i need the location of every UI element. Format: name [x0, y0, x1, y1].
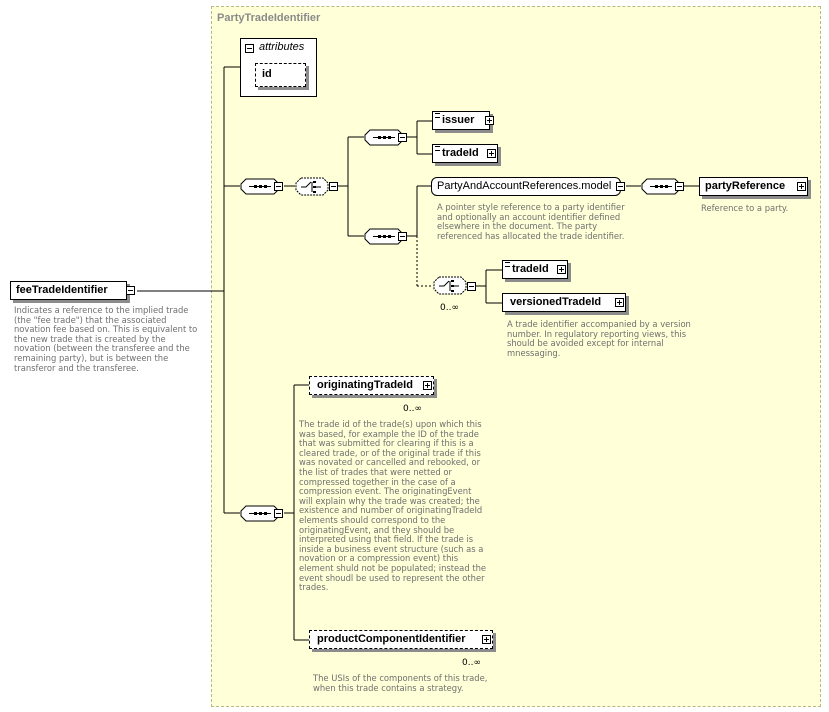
- party-reference-doc: Reference to a party.: [701, 203, 789, 213]
- sequence-compositor-b: [364, 228, 404, 245]
- inner-choice-occurrence: 0..∞: [440, 303, 459, 313]
- choice-compositor: [295, 177, 329, 196]
- group-title: PartyTradeIdentifier: [217, 12, 321, 24]
- originating-trade-id-label: originatingTradeId: [317, 379, 413, 391]
- fee-trade-identifier-collapse-button[interactable]: [126, 286, 135, 295]
- inner-choice-collapse-button[interactable]: [467, 282, 476, 291]
- simple-type-icon: [435, 113, 440, 118]
- fee-trade-identifier-element[interactable]: feeTradeIdentifier: [10, 281, 127, 300]
- originating-trade-id-expand-button[interactable]: [423, 381, 432, 390]
- sequence-compositor-3: [240, 505, 280, 522]
- product-component-identifier-occurrence: 0..∞: [462, 658, 481, 668]
- issuer-label: issuer: [442, 114, 475, 126]
- originating-trade-id-occurrence: 0..∞: [403, 404, 422, 414]
- party-model-group[interactable]: PartyAndAccountReferences.model: [431, 177, 621, 196]
- sequence-compositor-1: [240, 178, 280, 195]
- issuer-expand-button[interactable]: [485, 116, 494, 125]
- sequence-a-collapse-button[interactable]: [398, 133, 407, 142]
- originating-trade-id-doc: The trade id of the trade(s) upon which …: [299, 419, 487, 593]
- versioned-trade-id-doc: A trade identifier accompanied by a vers…: [507, 319, 691, 358]
- attributes-label: attributes: [259, 41, 305, 53]
- group-box: [211, 6, 821, 707]
- product-component-identifier-doc: The USIs of the components of this trade…: [313, 673, 488, 693]
- originating-trade-id-element[interactable]: originatingTradeId: [309, 376, 434, 395]
- trade-id-lower-element[interactable]: tradeId: [502, 260, 568, 279]
- versioned-trade-id-element[interactable]: versionedTradeId: [502, 293, 626, 312]
- attribute-id-box[interactable]: [255, 63, 306, 87]
- party-reference-element[interactable]: partyReference: [699, 177, 808, 196]
- sequence-c-collapse-button[interactable]: [675, 182, 684, 191]
- sequence-compositor-a: [364, 129, 404, 146]
- product-component-identifier-expand-button[interactable]: [482, 635, 491, 644]
- party-reference-label: partyReference: [705, 180, 786, 192]
- versioned-trade-id-label: versionedTradeId: [510, 296, 602, 308]
- sequence-b-collapse-button[interactable]: [398, 232, 407, 241]
- sequence-3-collapse-button[interactable]: [274, 509, 283, 518]
- party-model-label: PartyAndAccountReferences.model: [437, 180, 612, 192]
- party-model-collapse-button[interactable]: [616, 182, 625, 191]
- trade-id-element[interactable]: tradeId: [432, 144, 498, 163]
- trade-id-lower-expand-button[interactable]: [557, 265, 566, 274]
- trade-id-label: tradeId: [442, 147, 479, 159]
- party-model-doc: A pointer style reference to a party ide…: [437, 202, 625, 241]
- party-reference-expand-button[interactable]: [797, 182, 806, 191]
- simple-type-icon: [435, 146, 440, 151]
- fee-trade-identifier-label: feeTradeIdentifier: [16, 284, 108, 296]
- product-component-identifier-element[interactable]: productComponentIdentifier: [309, 630, 493, 649]
- sequence-1-collapse-button[interactable]: [274, 182, 283, 191]
- trade-id-lower-label: tradeId: [512, 263, 549, 275]
- trade-id-expand-button[interactable]: [487, 149, 496, 158]
- attributes-collapse-button[interactable]: [245, 44, 254, 53]
- product-component-identifier-label: productComponentIdentifier: [317, 633, 466, 645]
- issuer-element[interactable]: issuer: [432, 111, 490, 130]
- sequence-compositor-c: [641, 178, 681, 195]
- versioned-trade-id-expand-button[interactable]: [615, 298, 624, 307]
- attribute-id: id: [262, 68, 272, 80]
- inner-choice-compositor: [433, 276, 467, 295]
- fee-trade-identifier-doc: Indicates a reference to the implied tra…: [14, 305, 198, 373]
- choice-collapse-button[interactable]: [329, 182, 338, 191]
- simple-type-icon: [505, 262, 510, 267]
